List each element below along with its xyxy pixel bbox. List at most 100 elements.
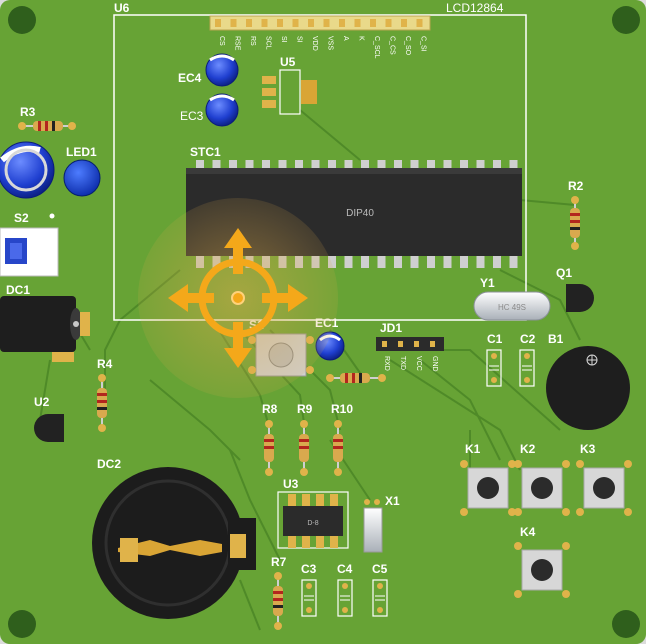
label-ec4: EC4 — [178, 71, 202, 85]
label-u3: U3 — [283, 477, 299, 491]
mounting-holes — [8, 6, 640, 638]
resistor-r3[interactable] — [18, 121, 76, 131]
lcd-header-pins — [215, 19, 423, 27]
label-r3: R3 — [20, 105, 36, 119]
label-dc1: DC1 — [6, 283, 30, 297]
label-led1: LED1 — [66, 145, 97, 159]
dip-pin — [394, 254, 402, 268]
resistor-r9[interactable] — [299, 420, 309, 476]
resistor-r10[interactable] — [333, 420, 343, 476]
mounting-hole — [612, 6, 640, 34]
label-s2: S2 — [14, 211, 29, 225]
battery-holder-dc2[interactable] — [92, 467, 256, 619]
dip-pin — [493, 254, 501, 268]
dip-pin — [196, 160, 204, 170]
dip-pin — [460, 254, 468, 268]
key-button-k4[interactable] — [514, 542, 570, 598]
lcd-pin — [246, 19, 252, 27]
crystal-y1[interactable]: HC 49S — [473, 291, 551, 321]
label-x1: X1 — [385, 494, 400, 508]
dip-pin — [361, 160, 369, 170]
resistor-r4[interactable] — [97, 374, 107, 432]
label-stc1: STC1 — [190, 145, 221, 159]
chip-stc1-marking: DIP40 — [346, 208, 374, 219]
lcd-pin — [339, 19, 345, 27]
key-button-k2[interactable] — [514, 460, 570, 516]
resistor-r1[interactable] — [326, 373, 386, 383]
dip-pin — [394, 160, 402, 170]
lcd-pin-label: RSE — [234, 36, 241, 51]
cap-c2[interactable] — [519, 349, 535, 387]
lcd-pin — [354, 19, 361, 27]
cap-c4[interactable] — [337, 579, 353, 617]
cap-ec3[interactable] — [205, 93, 239, 127]
cap-c3[interactable] — [301, 579, 317, 617]
dip-pin — [427, 160, 435, 170]
dip-pin — [344, 160, 353, 170]
mounting-hole — [8, 610, 36, 638]
lcd-pin — [308, 19, 314, 27]
lcd-pin-label: RS — [249, 36, 256, 46]
regulator-u2[interactable] — [34, 414, 64, 442]
u5-pads — [262, 76, 317, 108]
lcd-pin — [230, 19, 237, 27]
buzzer-b1[interactable] — [546, 346, 630, 430]
transistor-q1[interactable] — [566, 284, 594, 312]
dip-pin — [377, 160, 386, 170]
led1[interactable] — [63, 159, 101, 197]
dip-pin — [295, 160, 303, 170]
dip-pin — [427, 254, 435, 268]
label-lcd12864: LCD12864 — [446, 1, 504, 15]
lcd-pin-label: C_SCL — [373, 36, 380, 59]
dip-pin — [328, 160, 336, 170]
label-u6: U6 — [114, 1, 130, 15]
lcd-pin — [401, 19, 407, 27]
label-k4: K4 — [520, 525, 536, 539]
jd1-pin-label: GND — [431, 356, 438, 372]
lcd-pin — [385, 19, 392, 27]
lcd-pin-label: SCL — [265, 36, 272, 50]
lcd-pin-label: SI — [296, 36, 303, 43]
label-ec3: EC3 — [180, 109, 204, 123]
move-arrows-icon[interactable] — [138, 198, 338, 398]
header-jd1[interactable] — [376, 337, 444, 351]
dc-jack-dc1[interactable] — [0, 296, 90, 362]
resistor-r7[interactable] — [273, 572, 283, 630]
lcd-pin-label: C_CS — [389, 36, 396, 55]
key-button-k3[interactable] — [576, 460, 632, 516]
lcd-pin-label: VSS — [327, 36, 334, 50]
label-jd1: JD1 — [380, 321, 402, 335]
crystal-x1[interactable] — [363, 499, 383, 553]
label-k3: K3 — [580, 442, 596, 456]
cap-large-left[interactable] — [0, 141, 55, 199]
label-k1: K1 — [465, 442, 481, 456]
cap-ec4[interactable] — [205, 53, 239, 87]
u5-outline — [279, 69, 301, 115]
label-k2: K2 — [520, 442, 536, 456]
label-b1: B1 — [548, 332, 564, 346]
jd1-pin-label: VCC — [415, 356, 422, 371]
lcd-pin-label: A — [342, 36, 349, 41]
dip-pin — [245, 160, 254, 170]
key-buttons — [460, 460, 632, 598]
label-r8: R8 — [262, 402, 278, 416]
label-c4: C4 — [337, 562, 353, 576]
key-button-k1[interactable] — [460, 460, 516, 516]
lcd-pin-label: SI — [280, 36, 287, 43]
dip-pin — [262, 160, 270, 170]
lcd-pin-label: K — [358, 36, 365, 41]
label-r7: R7 — [271, 555, 287, 569]
chip-u3[interactable]: D-8 — [277, 491, 349, 549]
jd1-pin-label: TXD — [399, 356, 406, 370]
resistor-r2[interactable] — [570, 196, 580, 250]
dip-pin — [476, 160, 485, 170]
switch-s2[interactable] — [0, 227, 59, 277]
dip-pin — [212, 160, 221, 170]
lcd-pin — [370, 19, 376, 27]
resistor-r8[interactable] — [264, 420, 274, 476]
cap-c1[interactable] — [486, 349, 502, 387]
cap-c5[interactable] — [372, 579, 388, 617]
lcd-header — [209, 15, 431, 31]
